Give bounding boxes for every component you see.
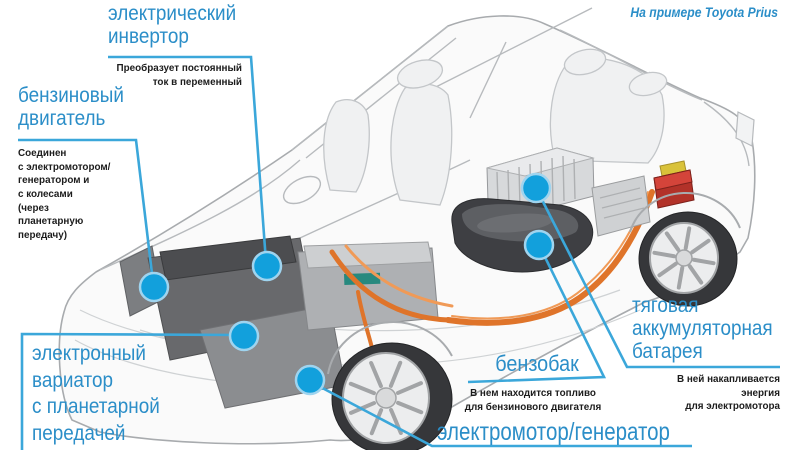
steering-wheel	[282, 175, 322, 205]
callout-line-inverter	[108, 55, 268, 263]
motor-dot	[294, 364, 326, 396]
callout-line-motor	[310, 380, 692, 448]
battery-dot	[520, 172, 552, 204]
driver-seat	[390, 83, 453, 206]
tail-light	[735, 111, 755, 147]
callout-line-battery	[535, 189, 780, 369]
inverter-dot	[251, 250, 283, 282]
fuel-tank-label: бензобак	[495, 351, 579, 376]
rear-wheel	[638, 211, 738, 307]
roof-antenna-line	[419, 7, 593, 96]
engine-label: бензиновый двигатель	[18, 84, 124, 131]
rear-glass-line	[559, 29, 703, 101]
inverter-label: электрический инвертор	[108, 2, 237, 49]
trunk-crease-line	[703, 101, 750, 167]
callout-line-cvt	[20, 332, 243, 450]
callout-line-fuel-tank	[467, 246, 607, 384]
cowl-line	[299, 159, 471, 239]
front-fender-arc	[327, 321, 453, 375]
rear-headrest-left	[563, 48, 607, 76]
fuel-tank-dot	[523, 229, 555, 261]
battery-label: тяговая аккумуляторная батарея	[632, 294, 773, 364]
inverter-description: Преобразует постоянный ток в переменный	[116, 62, 242, 88]
front-wheel	[331, 342, 453, 450]
engine-description: Соединен с электромотором/ генератором и…	[18, 147, 111, 241]
battery-description: В ней накапливается энергия для электром…	[676, 373, 780, 413]
rear-fender-arc	[629, 192, 741, 233]
callout-line-engine	[18, 138, 155, 283]
rear-hv-cable	[445, 189, 655, 326]
fuel-tank-description: В нем находится топливо для бензинового …	[464, 387, 602, 413]
engine-bay-cable-1	[329, 249, 451, 323]
motor-label: электромотор/генератор	[437, 418, 670, 446]
cvt-label: электронный вариатор с планетарной перед…	[32, 342, 160, 445]
engine-dot	[138, 271, 170, 303]
rear-headrest-right	[628, 71, 668, 97]
far-front-seat	[323, 99, 370, 193]
engine-bay-cable-2	[344, 244, 454, 308]
a-pillar-line	[291, 25, 449, 151]
aux-12v-battery	[653, 160, 695, 209]
engine-intake-cover	[159, 235, 297, 281]
example-note: На примере Toyota Prius	[630, 5, 778, 20]
driver-headrest	[396, 59, 444, 89]
cvt-dot	[228, 320, 260, 352]
engine-bay-cable-3	[356, 290, 374, 350]
